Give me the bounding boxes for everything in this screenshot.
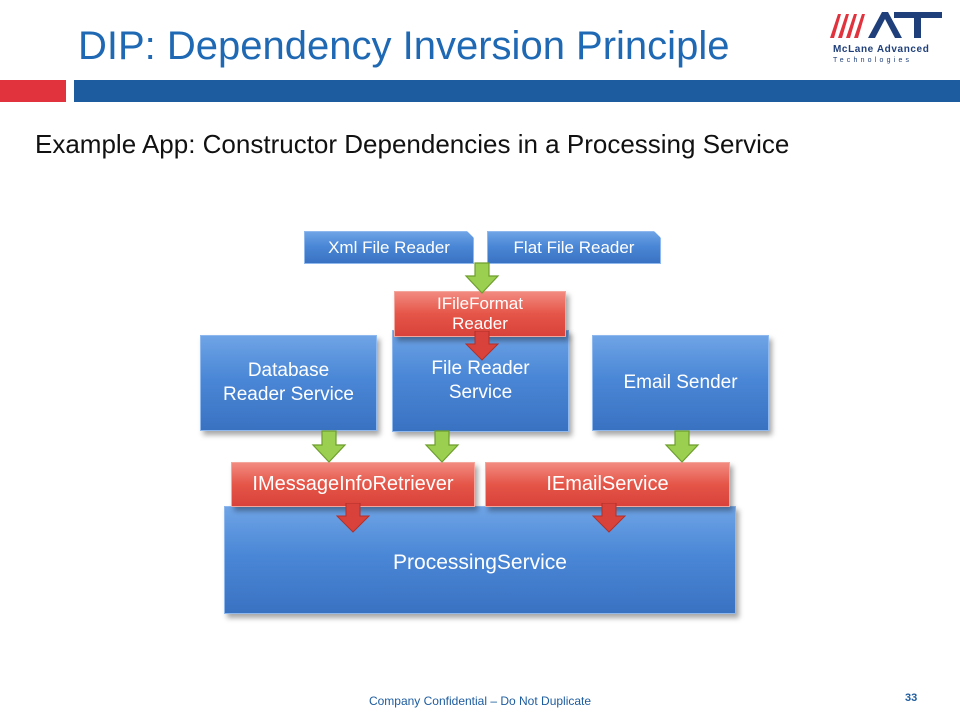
green-implements-arrow-icon	[464, 262, 500, 294]
green-implements-arrow-icon	[424, 430, 460, 463]
imessageinforetriever-box: IMessageInfoRetriever	[231, 462, 475, 507]
page-number: 33	[905, 692, 918, 704]
footer-confidential: Company Confidential – Do Not Duplicate	[368, 694, 592, 708]
ifileformat-reader-label: IFileFormat Reader	[437, 294, 523, 333]
company-logo: McLane Advanced Technologies	[828, 8, 950, 70]
logo-company-name: McLane Advanced	[833, 44, 930, 55]
email-sender-box: Email Sender	[592, 335, 769, 431]
file-reader-service-label: File Reader Service	[431, 357, 530, 403]
database-reader-service-label: Database Reader Service	[223, 359, 354, 405]
header-accent-blue	[74, 80, 960, 102]
email-sender-label: Email Sender	[623, 371, 738, 393]
flat-file-reader-box: Flat File Reader	[487, 231, 661, 264]
mat-logo-icon	[830, 12, 942, 38]
flat-file-reader-label: Flat File Reader	[513, 237, 635, 257]
slide-subtitle: Example App: Constructor Dependencies in…	[35, 129, 790, 159]
imessageinforetriever-label: IMessageInfoRetriever	[252, 472, 454, 495]
xml-file-reader-label: Xml File Reader	[328, 237, 450, 257]
logo-company-tagline: Technologies	[833, 57, 913, 64]
processing-service-label: ProcessingService	[393, 550, 567, 574]
red-dependency-arrow-icon	[591, 503, 627, 533]
red-dependency-arrow-icon	[464, 331, 500, 361]
header-accent-red	[0, 80, 66, 102]
green-implements-arrow-icon	[664, 430, 700, 463]
red-dependency-arrow-icon	[335, 503, 371, 533]
slide-title: DIP: Dependency Inversion Principle	[78, 24, 730, 68]
xml-file-reader-box: Xml File Reader	[304, 231, 474, 264]
processing-service-box: ProcessingService	[224, 506, 736, 614]
iemailservice-box: IEmailService	[485, 462, 730, 507]
iemailservice-label: IEmailService	[546, 472, 669, 495]
green-implements-arrow-icon	[311, 430, 347, 463]
database-reader-service-box: Database Reader Service	[200, 335, 377, 431]
